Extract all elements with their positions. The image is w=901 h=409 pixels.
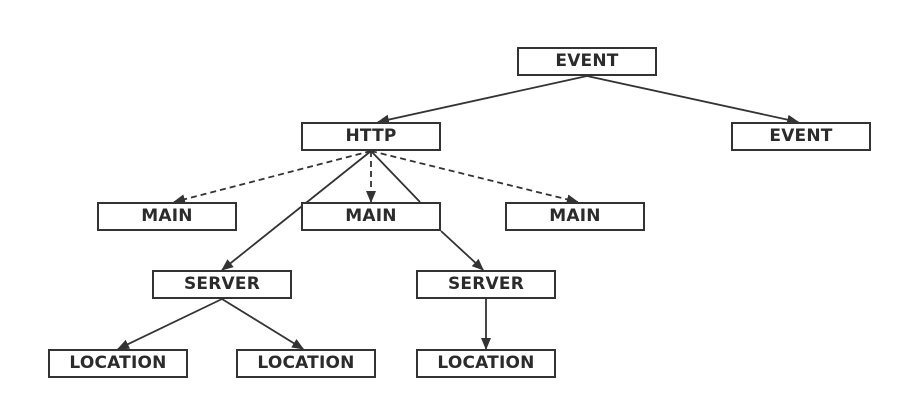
node-http[interactable]: HTTP (301, 122, 441, 151)
edge-main_center-to-server_right (440, 230, 484, 271)
node-main-center[interactable]: MAIN (301, 202, 441, 231)
edge-http-to-main_left (173, 150, 372, 205)
edge-event_root-to-http (377, 75, 588, 125)
edge-http-to-server_left (221, 150, 372, 271)
node-location-2[interactable]: LOCATION (236, 349, 376, 378)
edge-http-to-main_right (370, 150, 579, 205)
node-location-1[interactable]: LOCATION (48, 349, 188, 378)
node-main-right[interactable]: MAIN (505, 202, 645, 231)
node-server-left[interactable]: SERVER (152, 270, 292, 299)
node-main-left[interactable]: MAIN (97, 202, 237, 231)
node-event-child[interactable]: EVENT (731, 122, 871, 151)
node-event-root[interactable]: EVENT (517, 47, 657, 76)
edge-server_left-to-location_1 (117, 298, 223, 350)
edge-server_left-to-location_2 (221, 298, 305, 350)
node-location-3[interactable]: LOCATION (416, 349, 556, 378)
node-server-right[interactable]: SERVER (416, 270, 556, 299)
edge-event_root-to-event_right (586, 75, 800, 125)
edge-http-to-main_center-link (370, 150, 421, 203)
